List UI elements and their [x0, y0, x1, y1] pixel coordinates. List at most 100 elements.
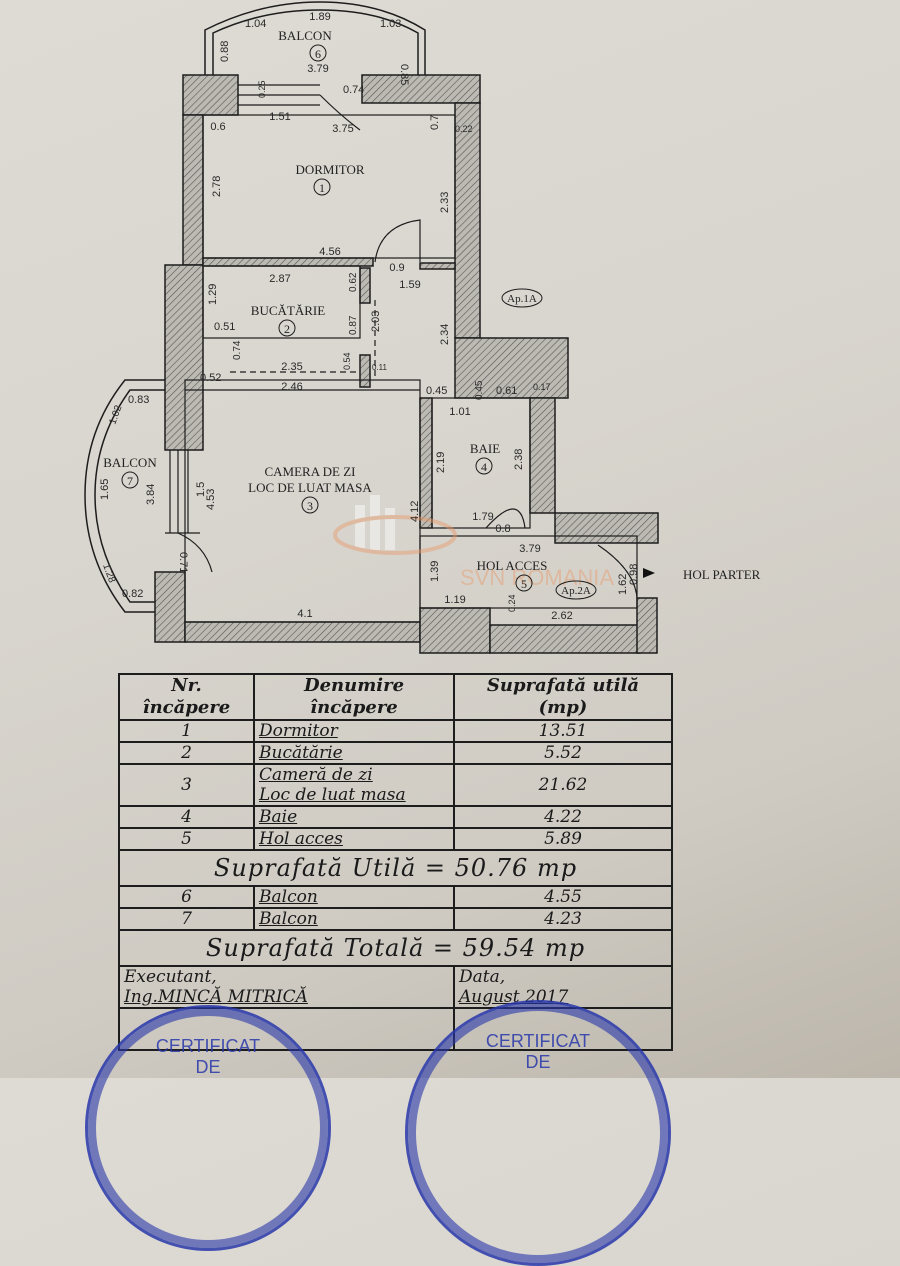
svg-text:0.82: 0.82 [122, 588, 143, 600]
room-number-7: 7 [127, 474, 133, 488]
grand-total-row: Suprafată Totală = 59.54 mp [118, 929, 673, 967]
date-label: Data, [459, 967, 506, 987]
svg-text:0.17: 0.17 [533, 382, 551, 392]
row-area: 13.51 [453, 719, 673, 743]
row-area: 4.55 [453, 885, 673, 909]
room-label-bucatarie: BUCĂTĂRIE [251, 303, 325, 318]
official-stamp-left: CERTIFICAT DE [85, 1005, 331, 1251]
row-nr: 5 [118, 827, 255, 851]
table-row: 5 Hol acces 5.89 [118, 827, 673, 851]
room-label-camera-de-zi: CAMERA DE ZI [265, 464, 356, 479]
svg-text:0.62: 0.62 [348, 272, 359, 292]
floor-plan: SVN ROMANIA BALCON 6 DORMITOR 1 BUCĂTĂRI… [84, 1, 761, 654]
svg-text:2.33: 2.33 [439, 192, 451, 213]
svg-text:2.19: 2.19 [435, 452, 447, 473]
svg-text:0.71: 0.71 [177, 552, 189, 573]
executant-cell: Executant,Ing.MINCĂ MITRICĂ [118, 965, 455, 1009]
table-row: 2 Bucătărie 5.52 [118, 741, 673, 765]
svg-text:1.89: 1.89 [309, 11, 330, 23]
svg-text:2.87: 2.87 [269, 273, 290, 285]
room-label-balcon-7: BALCON [103, 455, 157, 470]
svg-text:0.85: 0.85 [398, 64, 410, 85]
svg-text:0.25: 0.25 [257, 80, 267, 98]
svg-text:4.1: 4.1 [297, 608, 312, 620]
watermark-logo: SVN ROMANIA [333, 495, 614, 590]
svg-text:2.38: 2.38 [513, 449, 525, 470]
table-row: 7 Balcon 4.23 [118, 907, 673, 931]
svg-text:1.19: 1.19 [444, 594, 465, 606]
dimension-labels: 1.89 1.04 1.03 0.88 0.85 3.79 0.74 0.25 … [99, 11, 640, 622]
svg-text:SVN ROMANIA: SVN ROMANIA [460, 565, 614, 590]
room-label-dormitor: DORMITOR [295, 162, 364, 177]
row-area: 5.52 [453, 741, 673, 765]
svg-text:0.61: 0.61 [496, 385, 517, 397]
apartment-tag-1a: Ap.1A [507, 293, 537, 305]
svg-text:2.35: 2.35 [281, 361, 302, 373]
room-number-1: 1 [319, 181, 325, 195]
svg-text:1.79: 1.79 [472, 511, 493, 523]
svg-text:4.56: 4.56 [319, 246, 340, 258]
executant-label: Executant, [124, 967, 217, 987]
row-nr: 2 [118, 741, 255, 765]
svg-text:0.51: 0.51 [214, 321, 235, 333]
useful-total: Suprafată Utilă = 50.76 mp [118, 849, 673, 887]
row-name: Hol acces [253, 827, 455, 851]
svg-text:3.75: 3.75 [332, 123, 353, 135]
room-number-4: 4 [481, 460, 487, 474]
interior-lines [165, 84, 638, 623]
row-name: Balcon [253, 885, 455, 909]
svg-text:0.98: 0.98 [628, 564, 640, 585]
row-name: Baie [253, 805, 455, 829]
svg-text:0.45: 0.45 [474, 380, 485, 400]
entrance-label: HOL PARTER [683, 567, 761, 582]
row-name: Bucătărie [253, 741, 455, 765]
room-number-2: 2 [284, 322, 290, 336]
row-nr: 6 [118, 885, 255, 909]
room-number-3: 3 [307, 499, 313, 513]
room-number-5: 5 [521, 577, 527, 591]
header-area: Suprafată utilă(mp) [453, 673, 673, 721]
svg-text:0.9: 0.9 [389, 262, 404, 274]
svg-text:0.6: 0.6 [210, 121, 225, 133]
svg-text:0.11: 0.11 [372, 363, 388, 372]
svg-text:0.45: 0.45 [426, 385, 447, 397]
row-area: 4.23 [453, 907, 673, 931]
svg-text:1.65: 1.65 [99, 479, 111, 500]
svg-text:3.79: 3.79 [307, 63, 328, 75]
row-nr: 3 [118, 763, 255, 807]
svg-text:0.8: 0.8 [495, 523, 510, 535]
entrance-arrow-icon [643, 568, 655, 578]
row-area: 4.22 [453, 805, 673, 829]
row-nr: 7 [118, 907, 255, 931]
svg-text:0.24: 0.24 [507, 594, 517, 612]
svg-text:1.29: 1.29 [207, 284, 219, 305]
svg-text:1.01: 1.01 [449, 406, 470, 418]
room-number-6: 6 [315, 47, 321, 61]
svg-text:1.5: 1.5 [195, 482, 207, 497]
table-row: 4 Baie 4.22 [118, 805, 673, 829]
svg-text:0.7: 0.7 [429, 115, 441, 130]
row-name: Dormitor [253, 719, 455, 743]
svg-text:0.74: 0.74 [232, 340, 243, 360]
svg-text:4.53: 4.53 [205, 489, 217, 510]
room-label-balcon-6: BALCON [278, 28, 332, 43]
svg-text:2.78: 2.78 [211, 176, 223, 197]
grand-total: Suprafată Totală = 59.54 mp [118, 929, 673, 967]
svg-text:1.04: 1.04 [245, 18, 266, 30]
row-area: 5.89 [453, 827, 673, 851]
row-nr: 4 [118, 805, 255, 829]
svg-text:0.52: 0.52 [200, 372, 221, 384]
useful-total-row: Suprafată Utilă = 50.76 mp [118, 849, 673, 887]
svg-text:4.12: 4.12 [409, 501, 421, 522]
balcony-6 [204, 1, 426, 75]
table-row: 6 Balcon 4.55 [118, 885, 673, 909]
signature-row: Executant,Ing.MINCĂ MITRICĂ Data,August … [118, 965, 673, 1009]
room-label-hol-acces: HOL ACCES [477, 558, 548, 573]
svg-text:2.34: 2.34 [439, 324, 451, 345]
